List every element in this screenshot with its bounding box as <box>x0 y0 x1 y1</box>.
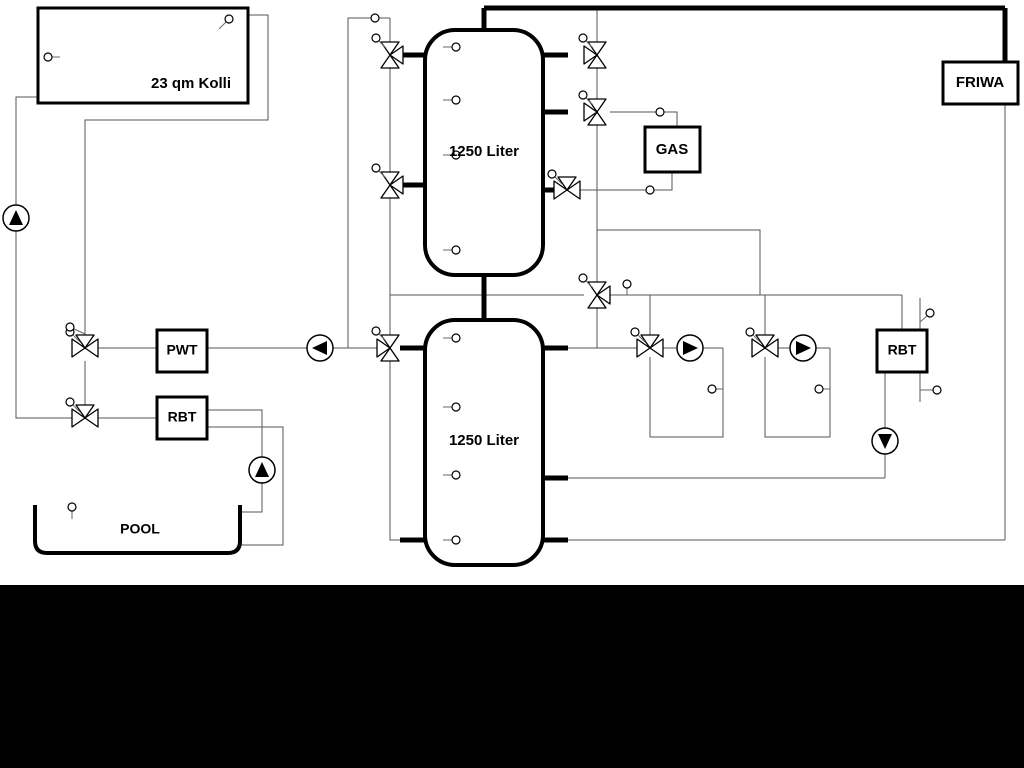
valve-rbt-icon <box>65 397 99 428</box>
pool-label: POOL <box>120 521 160 537</box>
buffer-tank-top <box>423 28 545 277</box>
tank2-sensor-4-icon <box>443 535 461 545</box>
pool-sensor-icon <box>67 502 77 519</box>
rbt-left-box <box>155 395 209 441</box>
heating-pump-1-icon <box>676 334 704 362</box>
solar-collector-box <box>36 6 250 105</box>
gas-label: GAS <box>656 141 689 158</box>
collector-sensor-left-icon <box>43 52 60 62</box>
circuit1-sensor-icon <box>707 384 723 394</box>
collector-label: 23 qm Kolli <box>151 75 231 92</box>
solar-pump-icon <box>2 204 30 232</box>
manifold-top-sensor-icon <box>370 13 380 23</box>
gas-flow-sensor-icon <box>655 107 665 117</box>
pool-pump-icon <box>248 456 276 484</box>
tank1-sensor-4-icon <box>443 245 461 255</box>
rbt-left-label: RBT <box>168 409 197 425</box>
pwt-box <box>155 328 209 374</box>
heating-supply-sensor-icon <box>622 279 632 295</box>
valve-heating-circuit-2-icon <box>745 327 779 358</box>
solar-valve-tank1-top-icon <box>371 33 404 69</box>
pwt-pump-icon <box>306 334 334 362</box>
pwt-line-sensor-icon <box>65 322 86 335</box>
friwa-box <box>941 60 1020 106</box>
tank2-sensor-1-icon <box>443 333 461 343</box>
solar-valve-tank1-mid-icon <box>371 163 404 199</box>
valve-heating-supply-icon <box>578 273 611 309</box>
solar-valve-tank2-icon <box>371 326 400 362</box>
rbt-pump-icon <box>871 427 899 455</box>
tank2-sensor-3-icon <box>443 470 461 480</box>
pwt-label: PWT <box>166 342 198 358</box>
valve-gas-return-icon <box>547 169 581 200</box>
gas-boiler-box <box>643 125 702 174</box>
friwa-label: FRIWA <box>956 74 1004 91</box>
rbt-right-bottom-sensor-icon <box>920 385 942 395</box>
buffer-tank-bottom <box>423 318 545 567</box>
rbt-right-box <box>875 328 929 374</box>
tank2-sensor-2-icon <box>443 402 461 412</box>
collector-sensor-top-icon <box>218 14 234 30</box>
pool-basin <box>33 505 242 555</box>
valve-tank1-right-top-icon <box>578 33 607 69</box>
tank1-sensor-2-icon <box>443 95 461 105</box>
tank-bottom-label: 1250 Liter <box>449 432 519 449</box>
gas-return-sensor-icon <box>645 185 655 195</box>
circuit2-sensor-icon <box>814 384 830 394</box>
hydraulic-diagram: 23 qm Kolli 1250 Liter 1250 Liter GAS FR… <box>2 5 1020 567</box>
heating-pump-2-icon <box>789 334 817 362</box>
rbt-right-label: RBT <box>888 342 917 358</box>
rbt-right-top-sensor-icon <box>919 308 935 323</box>
tank-top-label: 1250 Liter <box>449 143 519 160</box>
main-pipes <box>400 5 1008 543</box>
tank1-sensor-3-icon <box>443 150 461 160</box>
valve-gas-flow-icon <box>578 90 607 126</box>
tank1-sensor-1-icon <box>443 42 461 52</box>
footer-bar <box>0 585 1024 768</box>
valve-heating-circuit-1-icon <box>630 327 664 358</box>
